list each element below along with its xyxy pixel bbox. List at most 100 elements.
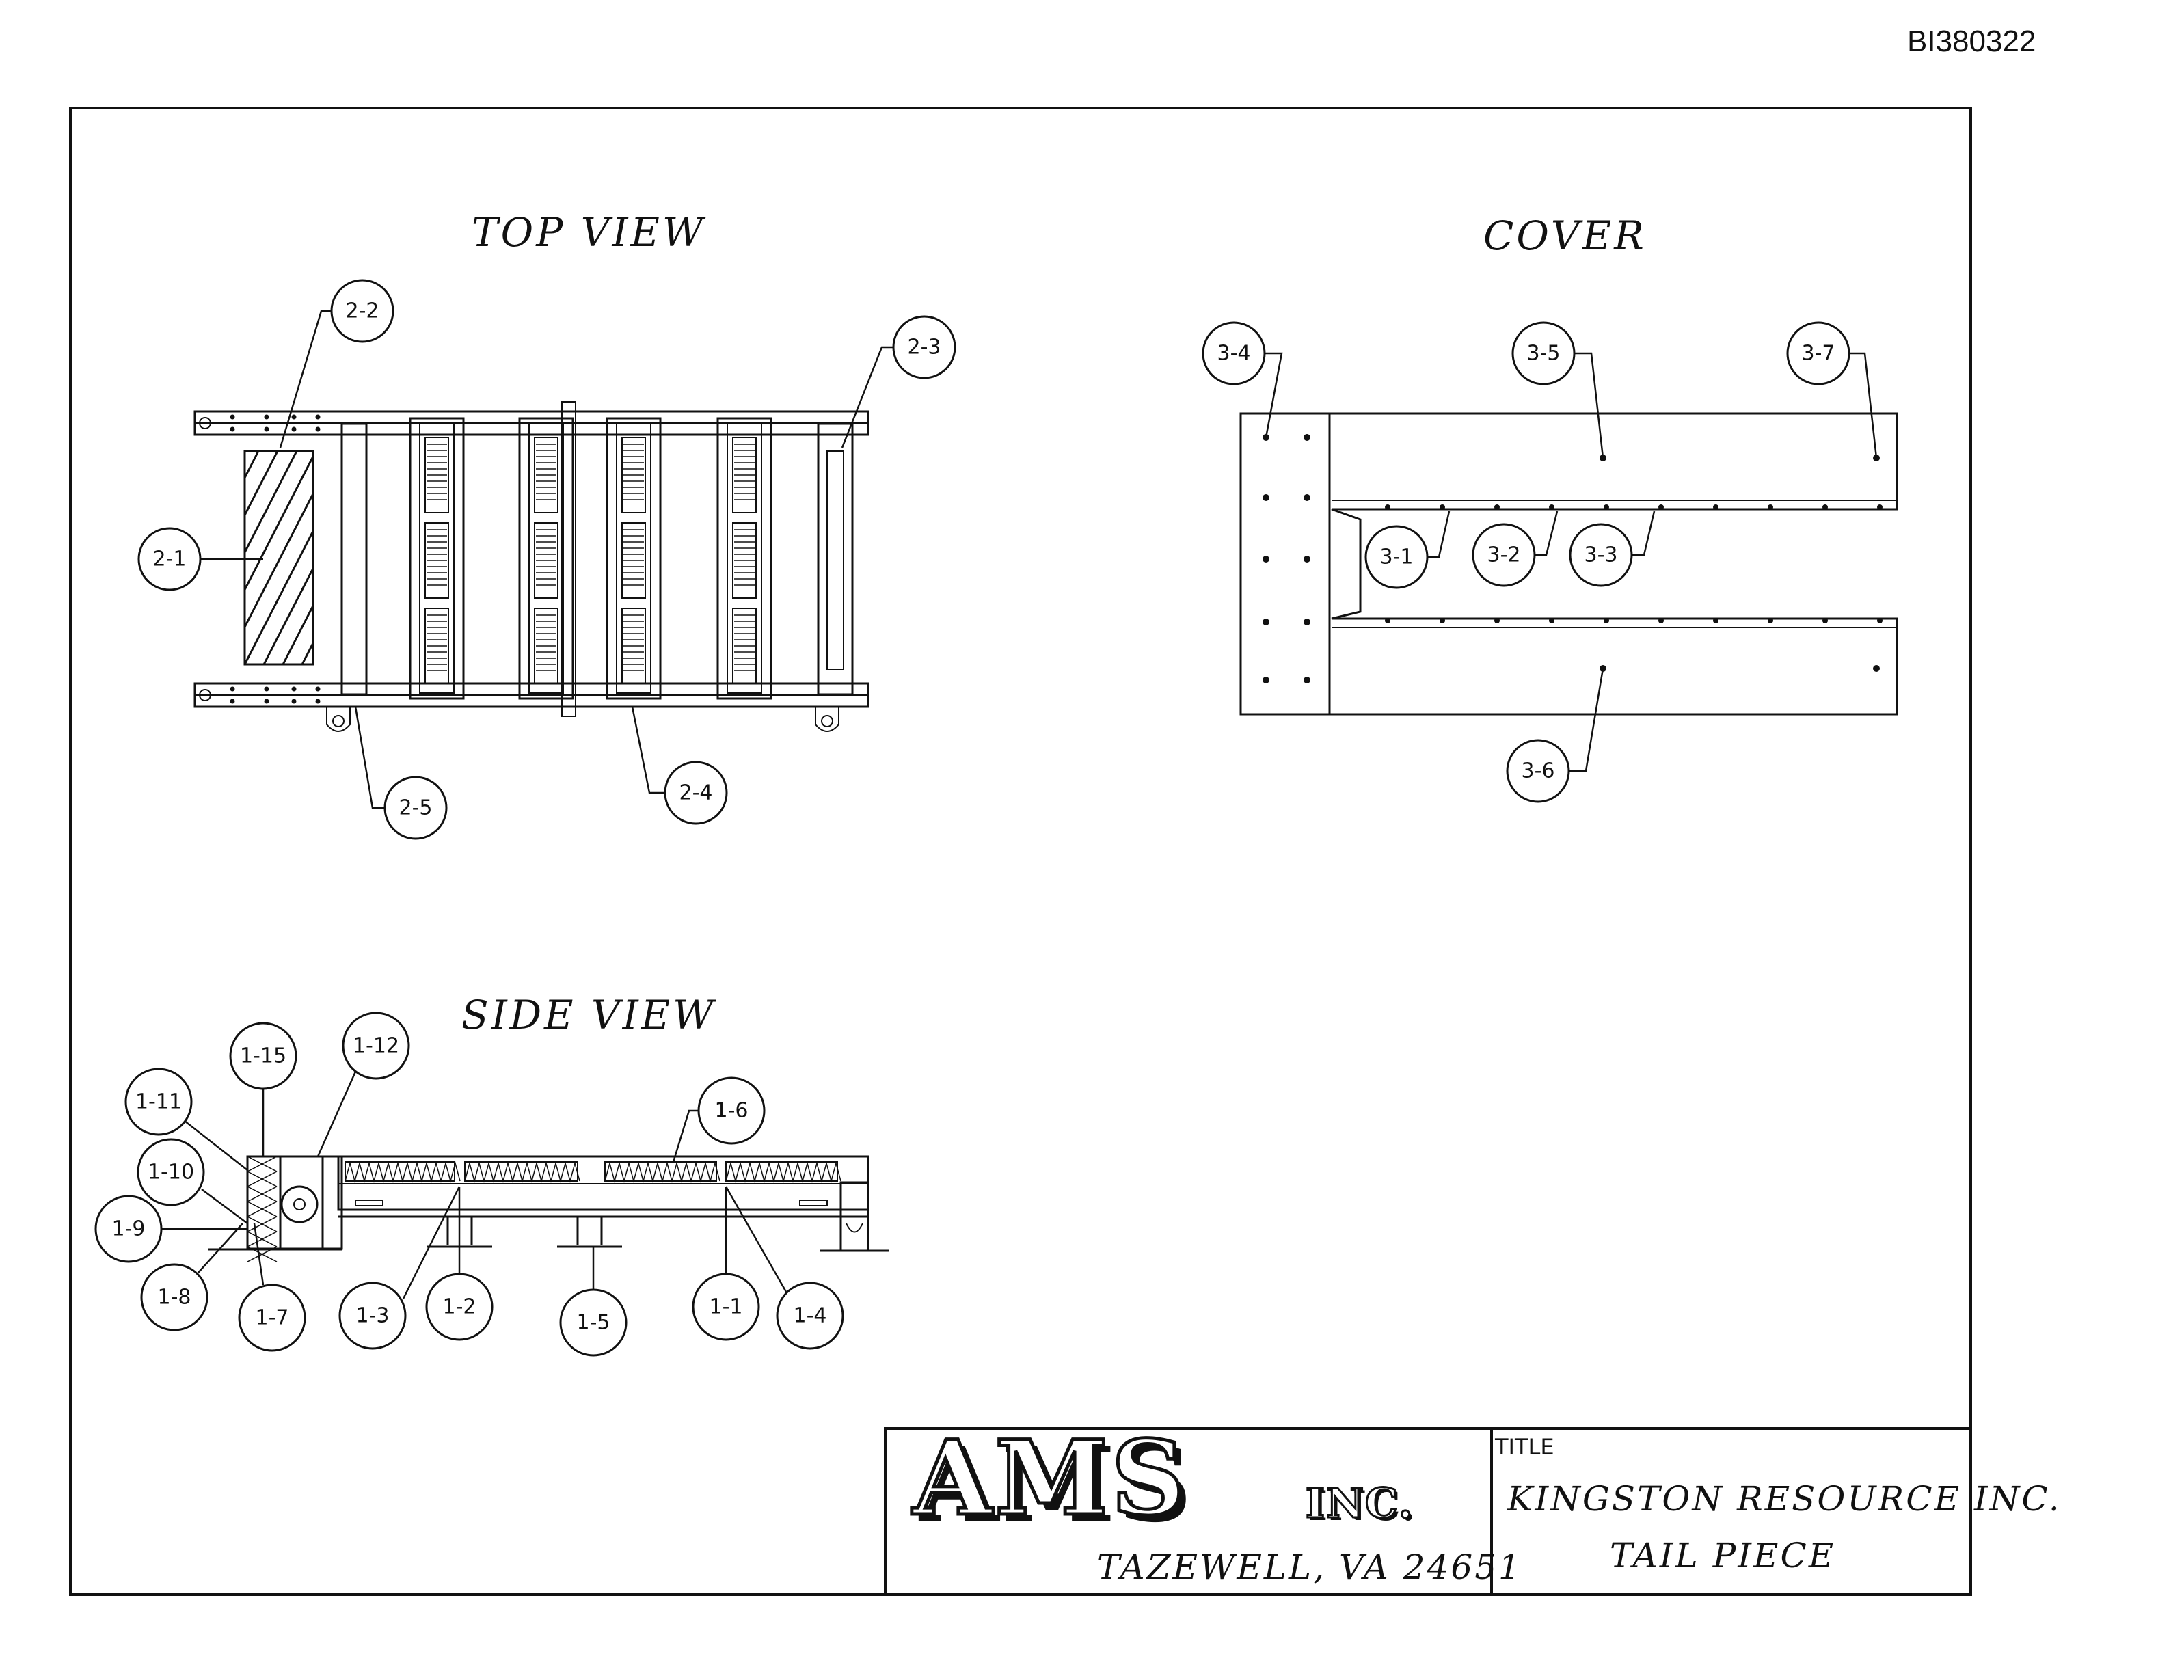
idler-roller: [424, 522, 449, 599]
idler-roller: [621, 522, 646, 599]
leader-line: [1569, 668, 1604, 772]
callout-label: 1-15: [240, 1044, 286, 1068]
end-roller-frame: [817, 422, 854, 696]
callout-label: 3-3: [1585, 543, 1618, 567]
callout-1-10: 1-10: [137, 1138, 205, 1206]
callout-1-5: 1-5: [559, 1288, 628, 1357]
callout-1-11: 1-11: [124, 1068, 193, 1136]
leader-line: [201, 1188, 248, 1225]
callout-3-7: 3-7: [1786, 321, 1850, 385]
callout-label: 2-2: [346, 299, 379, 323]
callout-label: 1-6: [715, 1099, 749, 1123]
idler-roller: [534, 437, 558, 513]
company-suffix-shadow: INC.: [1308, 1482, 1417, 1530]
company-logo: AMS: [911, 1418, 1188, 1539]
callout-2-5: 2-5: [383, 776, 448, 840]
callout-2-1: 2-1: [137, 527, 202, 591]
callout-label: 1-2: [443, 1295, 476, 1319]
callout-3-4: 3-4: [1202, 321, 1266, 385]
leader-line: [841, 346, 893, 448]
idler-roller: [534, 522, 558, 599]
cover-drawing: [1239, 412, 1898, 716]
leader-line: [402, 1186, 461, 1299]
callout-label: 3-2: [1487, 543, 1521, 567]
callout-label: 1-7: [256, 1306, 289, 1330]
idler-roller: [732, 437, 757, 513]
idler-frame: [716, 417, 772, 700]
callout-label: 1-1: [710, 1295, 743, 1319]
leader-line: [184, 1120, 248, 1171]
cover-title: COVER: [1483, 213, 1647, 259]
leader-line: [198, 1223, 243, 1273]
leader-line: [725, 1186, 787, 1292]
callout-2-3: 2-3: [892, 315, 956, 379]
idler-roller: [621, 608, 646, 684]
title-block: AMS AMS INC. INC. TAZEWELL, VA 24651 TIT…: [884, 1417, 2062, 1596]
leader-line: [1574, 352, 1604, 459]
callout-label: 3-1: [1380, 545, 1414, 569]
idler-frame: [409, 417, 465, 700]
callout-1-12: 1-12: [342, 1012, 410, 1080]
leader-line: [1632, 511, 1656, 556]
callout-label: 1-11: [135, 1090, 182, 1114]
top-view-title: TOP VIEW: [472, 209, 706, 256]
hatched-plate: [243, 450, 314, 666]
company-suffix: INC.: [1306, 1480, 1414, 1528]
callout-label: 3-4: [1217, 342, 1251, 366]
callout-1-3: 1-3: [338, 1282, 407, 1350]
callout-1-1: 1-1: [692, 1273, 760, 1341]
callout-label: 2-4: [679, 781, 713, 805]
pulley-wheel: [280, 1185, 319, 1223]
callout-label: 1-3: [356, 1304, 390, 1328]
callout-label: 2-5: [399, 796, 433, 820]
leader-line: [1849, 352, 1878, 459]
leader-line: [354, 706, 385, 809]
leader-line: [1535, 511, 1559, 556]
callout-label: 2-1: [153, 547, 187, 571]
title-label: TITLE: [1494, 1434, 1554, 1460]
callout-3-1: 3-1: [1364, 525, 1429, 589]
leader-line: [672, 1109, 699, 1163]
idler-roller: [621, 437, 646, 513]
leader-line: [1427, 511, 1451, 558]
customer-name: KINGSTON RESOURCE INC.: [1507, 1479, 2062, 1519]
idler-frame: [606, 417, 662, 700]
callout-label: 1-10: [148, 1161, 194, 1184]
callout-1-4: 1-4: [776, 1282, 844, 1350]
callout-3-5: 3-5: [1511, 321, 1576, 385]
idler-roller: [732, 608, 757, 684]
callout-1-9: 1-9: [94, 1195, 163, 1263]
callout-1-2: 1-2: [425, 1273, 494, 1341]
side-view-drawing: [208, 1155, 889, 1262]
callout-3-3: 3-3: [1569, 523, 1633, 587]
callout-1-7: 1-7: [238, 1284, 306, 1352]
company-logo-shadow: AMS: [918, 1425, 1195, 1545]
idler-frame: [518, 417, 574, 700]
company-location: TAZEWELL, VA 24651: [1097, 1547, 1522, 1587]
top-view-drawing: [193, 401, 869, 732]
idler-roller: [534, 608, 558, 684]
part-name: TAIL PIECE: [1610, 1536, 1835, 1575]
tail-pulley: [340, 422, 368, 696]
callout-label: 3-6: [1522, 759, 1555, 783]
side-view-title: SIDE VIEW: [461, 992, 716, 1038]
idler-roller: [424, 608, 449, 684]
callout-label: 1-5: [577, 1311, 610, 1335]
callout-1-15: 1-15: [229, 1022, 297, 1090]
callout-label: 3-7: [1802, 342, 1835, 366]
callout-3-6: 3-6: [1506, 739, 1570, 803]
cover-outline: [1239, 412, 1898, 716]
leader-line: [1265, 352, 1283, 438]
callout-1-6: 1-6: [697, 1076, 766, 1145]
leader-line: [316, 1071, 357, 1157]
idler-roller: [424, 437, 449, 513]
head-frame: [246, 1155, 324, 1250]
leader-line: [253, 1223, 265, 1286]
leader-line: [631, 706, 665, 794]
callout-label: 1-12: [353, 1034, 399, 1058]
callout-label: 3-5: [1527, 342, 1561, 366]
leader-line: [279, 310, 332, 448]
callout-label: 2-3: [908, 336, 941, 360]
